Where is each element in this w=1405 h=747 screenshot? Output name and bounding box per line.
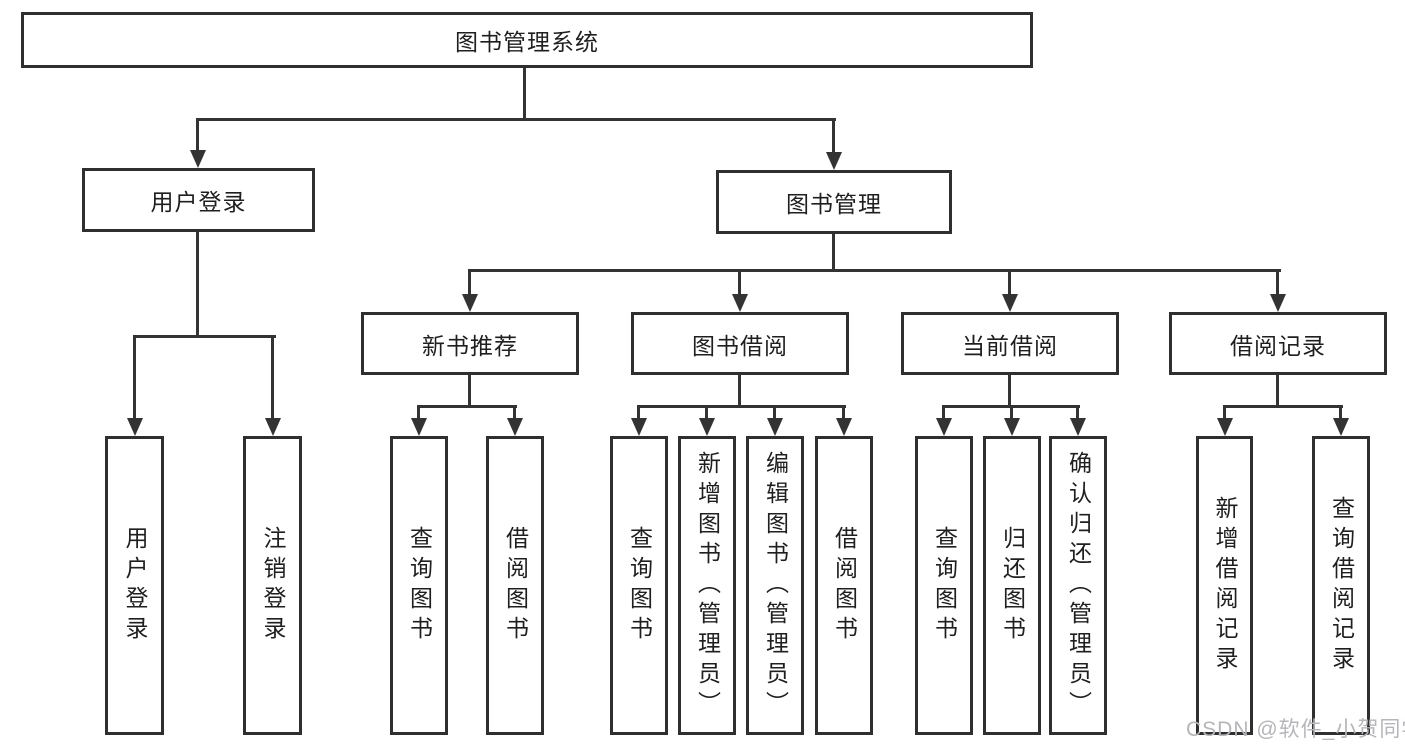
leaf-return-books-label: 归还图书	[999, 525, 1026, 646]
arrow-down-icon	[699, 418, 715, 436]
arrow-down-icon	[462, 294, 478, 312]
node-new-book-recommend: 新书推荐	[361, 312, 579, 375]
connector-line	[196, 232, 199, 338]
connector-line	[773, 405, 776, 424]
arrow-down-icon	[631, 418, 647, 436]
arrow-down-icon	[1333, 418, 1349, 436]
arrow-down-icon	[1070, 418, 1086, 436]
connector-line	[1339, 405, 1342, 424]
node-user-login-label: 用户登录	[150, 189, 247, 215]
connector-line	[468, 269, 471, 302]
connector-line	[738, 375, 741, 408]
watermark: CSDN @软件_小贺同学	[1186, 718, 1405, 741]
leaf-add-borrow-record: 新增借阅记录	[1196, 436, 1253, 735]
leaf-query-books-current-label: 查询图书	[931, 525, 958, 646]
connector-line	[1008, 375, 1011, 408]
leaf-confirm-return-admin-label: 确认归还（管理员）	[1065, 450, 1092, 721]
node-borrow-records: 借阅记录	[1169, 312, 1387, 375]
leaf-edit-book-admin: 编辑图书（管理员）	[746, 436, 804, 735]
arrow-down-icon	[265, 418, 281, 436]
arrow-down-icon	[1002, 294, 1018, 312]
arrow-down-icon	[1004, 418, 1020, 436]
leaf-borrow-books: 借阅图书	[815, 436, 873, 735]
node-book-management-label: 图书管理	[786, 191, 882, 217]
leaf-logout: 注销登录	[243, 436, 302, 735]
arrow-down-icon	[1270, 294, 1286, 312]
arrow-down-icon	[190, 150, 206, 168]
connector-line	[271, 335, 274, 423]
connector-line	[942, 405, 945, 424]
leaf-user-login: 用户登录	[105, 436, 164, 735]
leaf-query-books-recommend-label: 查询图书	[406, 525, 433, 646]
leaf-user-login-label: 用户登录	[122, 525, 148, 646]
leaf-add-book-admin: 新增图书（管理员）	[678, 436, 736, 735]
leaf-logout-label: 注销登录	[260, 525, 286, 646]
connector-line	[637, 405, 846, 408]
connector-line	[637, 405, 640, 424]
leaf-borrow-books-recommend: 借阅图书	[486, 436, 544, 735]
node-book-borrow: 图书借阅	[631, 312, 849, 375]
connector-line	[832, 234, 835, 272]
node-book-borrow-label: 图书借阅	[692, 332, 788, 359]
leaf-borrow-books-recommend-label: 借阅图书	[502, 525, 529, 646]
arrow-down-icon	[767, 418, 783, 436]
leaf-borrow-books-label: 借阅图书	[831, 525, 858, 646]
connector-line	[1010, 405, 1013, 424]
connector-line	[133, 335, 136, 423]
connector-line	[832, 118, 835, 154]
connector-line	[842, 405, 845, 424]
node-user-login: 用户登录	[82, 168, 315, 232]
node-root-label: 图书管理系统	[455, 29, 599, 55]
leaf-add-borrow-record-label: 新增借阅记录	[1212, 495, 1238, 676]
arrow-down-icon	[732, 294, 748, 312]
node-new-book-recommend-label: 新书推荐	[422, 332, 518, 359]
connector-line	[133, 335, 276, 338]
connector-line	[1223, 405, 1226, 424]
connector-line	[705, 405, 708, 424]
leaf-confirm-return-admin: 确认归还（管理员）	[1049, 436, 1107, 735]
leaf-query-borrow-record-label: 查询借阅记录	[1328, 495, 1355, 676]
node-current-borrow: 当前借阅	[901, 312, 1119, 375]
leaf-query-books-borrow-label: 查询图书	[626, 525, 653, 646]
arrow-down-icon	[1217, 418, 1233, 436]
arrow-down-icon	[127, 418, 143, 436]
connector-line	[196, 118, 199, 154]
connector-line	[1076, 405, 1079, 424]
connector-line	[738, 269, 741, 302]
leaf-query-books-recommend: 查询图书	[390, 436, 448, 735]
arrow-down-icon	[936, 418, 952, 436]
connector-line	[523, 68, 526, 121]
leaf-add-book-admin-label: 新增图书（管理员）	[694, 450, 721, 721]
arrow-down-icon	[411, 418, 427, 436]
connector-line	[468, 375, 471, 408]
connector-line	[468, 269, 1281, 272]
leaf-query-borrow-record: 查询借阅记录	[1312, 436, 1370, 735]
node-root: 图书管理系统	[21, 12, 1033, 68]
connector-line	[417, 405, 517, 408]
arrow-down-icon	[826, 152, 842, 170]
leaf-edit-book-admin-label: 编辑图书（管理员）	[762, 450, 789, 721]
connector-line	[417, 405, 420, 424]
leaf-return-books: 归还图书	[983, 436, 1041, 735]
connector-line	[1276, 269, 1279, 302]
connector-line	[513, 405, 516, 424]
connector-line	[1223, 405, 1343, 408]
connector-line	[1008, 269, 1011, 302]
node-borrow-records-label: 借阅记录	[1230, 332, 1326, 359]
leaf-query-books-borrow: 查询图书	[610, 436, 668, 735]
node-current-borrow-label: 当前借阅	[962, 332, 1058, 359]
connector-line	[1276, 375, 1279, 408]
arrow-down-icon	[836, 418, 852, 436]
node-book-management: 图书管理	[716, 170, 952, 234]
connector-line	[196, 118, 836, 121]
leaf-query-books-current: 查询图书	[915, 436, 973, 735]
arrow-down-icon	[507, 418, 523, 436]
